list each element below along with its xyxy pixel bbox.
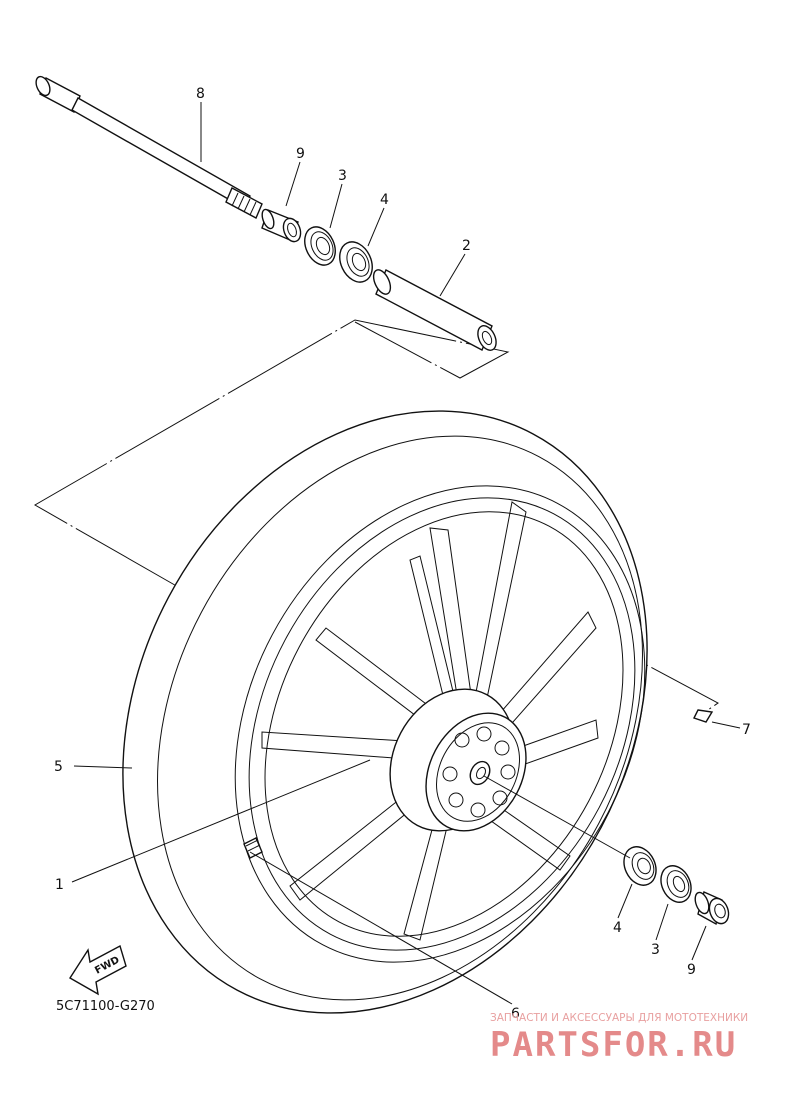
leader-lines bbox=[71, 102, 741, 1005]
callout-2: 2 bbox=[462, 238, 471, 254]
callout-1: 1 bbox=[55, 877, 64, 893]
collar-part-9-top bbox=[261, 208, 302, 243]
bearing-part-4-bottom bbox=[623, 846, 657, 886]
callout-9-bottom: 9 bbox=[687, 962, 696, 978]
bearing-part-3-bottom bbox=[660, 865, 692, 903]
callout-4: 4 bbox=[380, 192, 389, 208]
collar-part-9-bottom bbox=[694, 891, 730, 926]
fwd-arrow-icon: FWD bbox=[69, 944, 127, 996]
bearing-part-3-top bbox=[304, 226, 336, 266]
wheel-spokes bbox=[261, 501, 599, 941]
callout-6: 6 bbox=[511, 1006, 520, 1022]
callout-3: 3 bbox=[338, 168, 347, 184]
bearing-part-4-top bbox=[339, 241, 373, 283]
spacer-part-2 bbox=[372, 269, 497, 351]
callout-labels: 8 9 3 4 2 5 1 7 4 3 9 6 bbox=[54, 86, 751, 1022]
callout-5: 5 bbox=[54, 759, 63, 775]
watermark-brand: PARTSFOR.RU bbox=[490, 1025, 737, 1065]
drawing-code: 5C71100-G270 bbox=[56, 999, 155, 1014]
watermark-subtitle: ЗАПЧАСТИ И АКСЕССУАРЫ ДЛЯ МОТОТЕХНИКИ bbox=[490, 1012, 748, 1024]
wheel-hub bbox=[389, 688, 527, 832]
balance-weight-part-7 bbox=[693, 709, 714, 723]
wheel-assembly bbox=[122, 410, 714, 1014]
watermark: ЗАПЧАСТИ И АКСЕССУАРЫ ДЛЯ МОТОТЕХНИКИ PA… bbox=[490, 1012, 748, 1065]
callout-9: 9 bbox=[296, 146, 305, 162]
valve-part-6 bbox=[243, 837, 263, 859]
callout-4-bottom: 4 bbox=[613, 920, 622, 936]
callout-7: 7 bbox=[742, 722, 751, 738]
callout-8: 8 bbox=[196, 86, 205, 102]
axle-part-8 bbox=[35, 75, 263, 219]
callout-3-bottom: 3 bbox=[651, 942, 660, 958]
